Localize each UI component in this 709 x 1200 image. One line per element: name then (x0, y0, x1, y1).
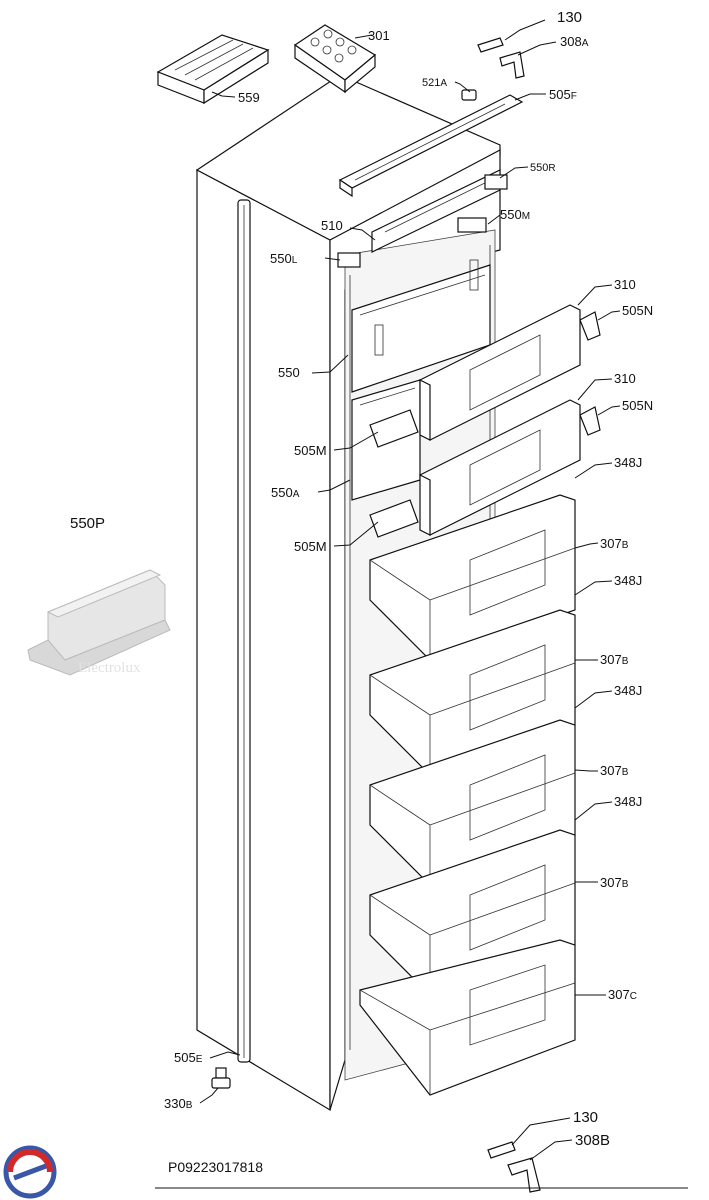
label-348J-3: 348J (614, 683, 642, 698)
part-559-tray (156, 34, 270, 105)
part-505N-brackets (579, 311, 601, 436)
label-505N-lower: 505N (622, 398, 653, 413)
part-130-308B-bottom (487, 1141, 541, 1193)
part-510-panel (371, 169, 501, 253)
label-550M: 550M (500, 207, 530, 222)
label-550: 550 (278, 365, 300, 380)
label-550A: 550A (271, 485, 300, 500)
part-301-ice-tray (293, 24, 377, 94)
label-307B-4: 307B (600, 875, 629, 890)
label-310-upper: 310 (614, 277, 636, 292)
part-550R (484, 174, 508, 190)
label-550L: 550L (270, 251, 298, 266)
label-308B: 308B (575, 1132, 610, 1149)
basket-307B-1 (369, 494, 576, 661)
label-505M-upper: 505M (294, 443, 327, 458)
label-310-lower: 310 (614, 371, 636, 386)
label-510: 510 (321, 218, 343, 233)
part-550M (457, 217, 487, 233)
label-348J-4: 348J (614, 794, 642, 809)
part-330B-foot (211, 1067, 231, 1089)
label-307B-3: 307B (600, 763, 629, 778)
label-521A: 521A (422, 77, 447, 89)
drawer-310-upper (419, 304, 581, 441)
label-330B: 330B (164, 1096, 193, 1111)
drawer-310-lower (419, 399, 581, 536)
label-505M-lower: 505M (294, 539, 327, 554)
label-307B-2: 307B (600, 652, 629, 667)
label-348J-2: 348J (614, 573, 642, 588)
part-550P-detail (27, 569, 171, 676)
label-307C: 307C (608, 987, 637, 1002)
label-505F: 505F (549, 87, 577, 102)
leader-lines (199, 19, 621, 1161)
label-308A: 308A (560, 34, 589, 49)
part-521A (461, 89, 477, 101)
door-gasket-strip (237, 199, 251, 1063)
part-number: P09223017818 (168, 1159, 263, 1175)
part-505M-rails (369, 409, 419, 538)
label-301: 301 (368, 28, 390, 43)
label-550R: 550R (530, 162, 556, 174)
watermark-text: Electrolux (78, 660, 141, 676)
label-348J-1: 348J (614, 455, 642, 470)
electrolux-logo (3, 1145, 57, 1199)
part-550L (337, 252, 361, 268)
label-550P: 550P (70, 515, 105, 532)
label-130-bottom: 130 (573, 1109, 598, 1126)
part-505F-rail (338, 94, 524, 198)
label-307B-1: 307B (600, 536, 629, 551)
label-559: 559 (238, 90, 260, 105)
label-130-top: 130 (557, 9, 582, 26)
part-130-308A-top (477, 37, 525, 79)
basket-307C (359, 939, 576, 1096)
label-505N-upper: 505N (622, 303, 653, 318)
label-505E: 505E (174, 1050, 203, 1065)
